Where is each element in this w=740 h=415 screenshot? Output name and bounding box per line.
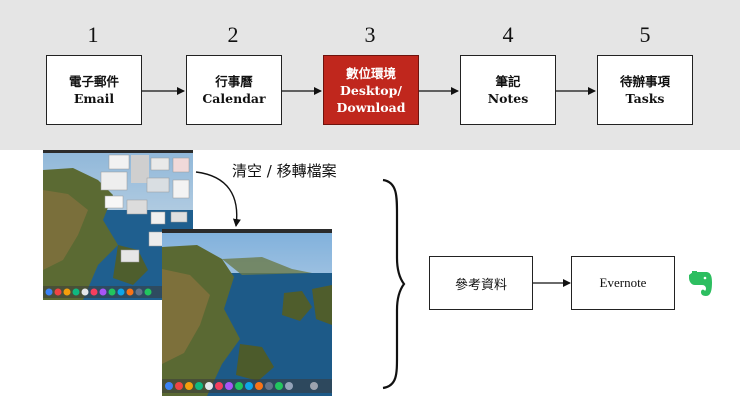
step-tasks-box: 待辦事項 Tasks bbox=[597, 55, 693, 125]
step-notes-en: Notes bbox=[487, 91, 529, 106]
step-email-en: Email bbox=[73, 91, 115, 106]
evernote-box: Evernote bbox=[571, 256, 675, 310]
step-calendar-en: Calendar bbox=[202, 91, 266, 106]
desktop-screenshot-clean bbox=[162, 229, 332, 396]
step-desktop-zh: 數位環境 bbox=[345, 65, 396, 81]
step-notes-box: 筆記 Notes bbox=[460, 55, 556, 125]
step-calendar-zh: 行事曆 bbox=[215, 74, 253, 89]
curly-brace bbox=[382, 178, 406, 390]
transfer-curved-arrow bbox=[195, 171, 241, 227]
step-calendar-box: 行事曆 Calendar bbox=[186, 55, 282, 125]
step-desktop-en: Desktop/ bbox=[340, 82, 402, 98]
reference-box: 參考資料 bbox=[429, 256, 533, 310]
step-notes-zh: 筆記 bbox=[495, 74, 521, 89]
step-2-number: 2 bbox=[227, 22, 239, 47]
step-4-number: 4 bbox=[502, 22, 514, 47]
step-3-number: 3 bbox=[364, 22, 376, 47]
evernote-elephant-icon bbox=[686, 267, 714, 299]
step-5-number: 5 bbox=[639, 22, 651, 47]
step-desktop-en2: Download bbox=[336, 99, 406, 115]
step-tasks-zh: 待辦事項 bbox=[619, 74, 670, 89]
step-1-number: 1 bbox=[87, 22, 99, 47]
step-tasks-en: Tasks bbox=[625, 91, 665, 106]
transfer-caption: 清空 / 移轉檔案 bbox=[232, 162, 337, 180]
step-email-zh: 電子郵件 bbox=[68, 74, 119, 89]
step-email-box: 電子郵件 Email bbox=[46, 55, 142, 125]
step-desktop-box: 數位環境 Desktop/ Download bbox=[323, 55, 419, 125]
